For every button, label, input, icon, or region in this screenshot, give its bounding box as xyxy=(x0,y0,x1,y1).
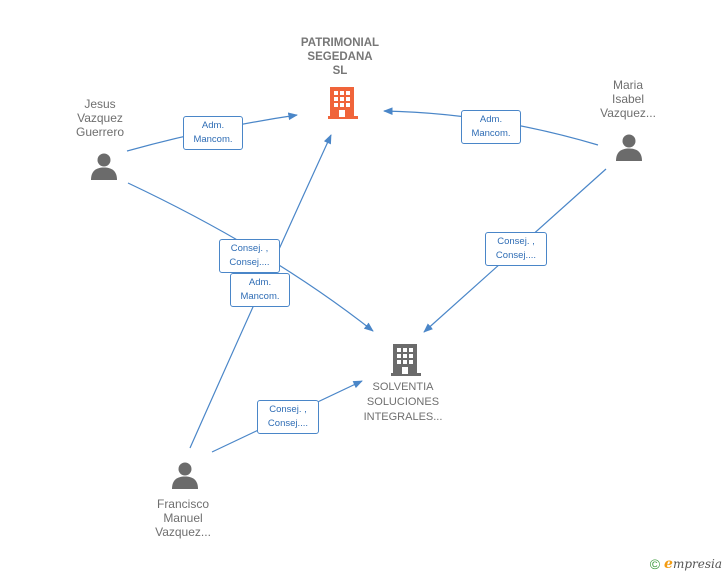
edge-label-line: Consej. , xyxy=(269,404,307,415)
edge-label-line: Consej.... xyxy=(495,250,537,261)
edge-label-line: Adm. xyxy=(201,120,225,131)
brand-name: mpresia xyxy=(672,557,722,571)
label-line: Jesus xyxy=(84,97,116,111)
label-line: SL xyxy=(332,65,348,77)
building-icon-patrimonial[interactable] xyxy=(327,84,359,120)
edge-label-jesus-solventia[interactable]: Consej. , Consej.... xyxy=(219,239,280,273)
label-line: SOLUCIONES xyxy=(366,396,440,408)
edge-label-line: Consej. , xyxy=(497,236,535,247)
brand-initial: e xyxy=(664,556,673,572)
label-line: Guerrero xyxy=(75,125,125,139)
edge-label-line: Consej.... xyxy=(229,257,270,268)
label-line: SEGEDANA xyxy=(307,51,373,63)
label-line: Vazquez... xyxy=(155,525,211,539)
building-icon-solventia[interactable] xyxy=(390,341,422,377)
node-label-jesus[interactable]: Jesus Vazquez Guerrero xyxy=(55,97,145,139)
edge-label-francisco-patrimonial[interactable]: Adm. Mancom. xyxy=(230,273,290,307)
person-icon-jesus[interactable] xyxy=(89,151,119,181)
person-icon-maria[interactable] xyxy=(614,132,644,162)
label-line: Isabel xyxy=(611,92,645,106)
edge-label-line: Mancom. xyxy=(471,128,511,139)
label-line: Maria xyxy=(612,78,643,92)
label-line: Vazquez... xyxy=(600,106,656,120)
label-line: SOLVENTIA xyxy=(372,381,434,393)
edge-label-line: Consej.... xyxy=(267,418,309,429)
edge-label-line: Adm. xyxy=(248,277,272,288)
node-label-solventia[interactable]: SOLVENTIA SOLUCIONES INTEGRALES... xyxy=(343,380,463,425)
node-label-francisco[interactable]: Francisco Manuel Vazquez... xyxy=(137,497,229,539)
label-line: INTEGRALES... xyxy=(363,411,443,423)
edge-label-maria-solventia[interactable]: Consej. , Consej.... xyxy=(485,232,547,266)
label-line: PATRIMONIAL xyxy=(300,37,380,49)
edge-label-line: Mancom. xyxy=(240,291,280,302)
copyright-icon: © xyxy=(649,556,661,572)
edge-label-jesus-patrimonial[interactable]: Adm. Mancom. xyxy=(183,116,243,150)
edge-label-line: Adm. xyxy=(479,114,503,125)
edge-label-line: Consej. , xyxy=(230,243,269,254)
person-icon-francisco[interactable] xyxy=(170,460,200,490)
edge-label-line: Mancom. xyxy=(193,134,233,145)
node-label-maria[interactable]: Maria Isabel Vazquez... xyxy=(582,78,674,120)
edge-label-francisco-solventia[interactable]: Consej. , Consej.... xyxy=(257,400,319,434)
label-line: Vazquez xyxy=(77,111,123,125)
label-line: Manuel xyxy=(163,511,203,525)
node-label-patrimonial[interactable]: PATRIMONIAL SEGEDANA SL xyxy=(280,36,400,78)
label-line: Francisco xyxy=(156,497,209,511)
edge-label-maria-patrimonial[interactable]: Adm. Mancom. xyxy=(461,110,521,144)
